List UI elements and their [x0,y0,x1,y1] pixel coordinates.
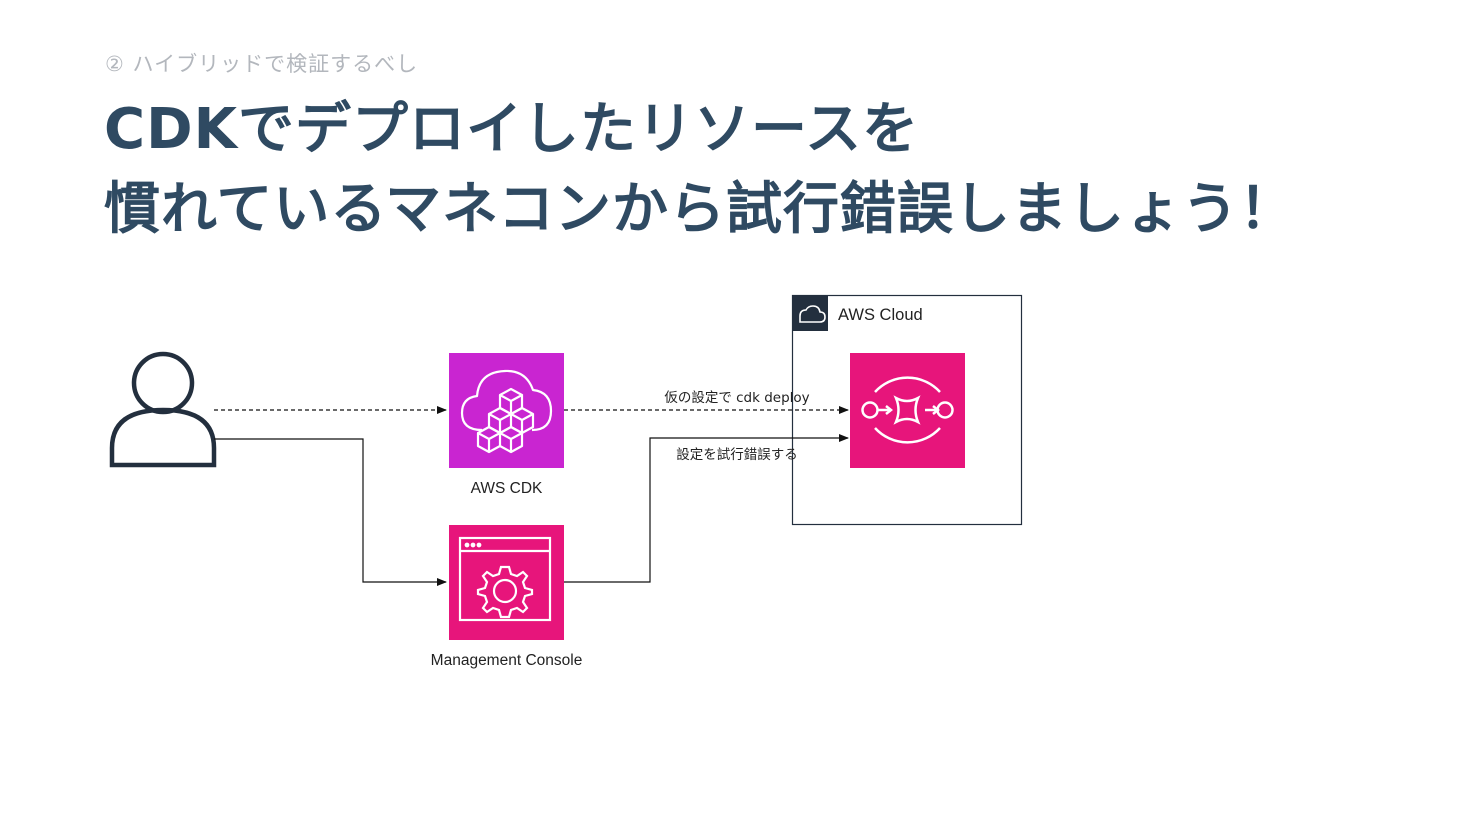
console-gear-icon [458,536,552,622]
edge-console-to-service: 設定を試行錯誤する [564,434,849,583]
aws-cloud-label: AWS Cloud [838,306,923,324]
step-functions-icon [861,376,954,444]
management-console-label: Management Console [431,652,583,669]
user-icon [109,351,217,468]
cloud-icon [799,305,826,323]
aws-cdk-node: AWS CDK [449,353,564,497]
slide-subtitle: ② ハイブリッドで検証するべし [105,52,419,76]
edge-cdk-to-service: 仮の設定で cdk deploy [564,390,849,414]
aws-cdk-label: AWS CDK [471,480,543,497]
edge-label-deploy: 仮の設定で cdk deploy [664,390,809,406]
edge-label-trial: 設定を試行錯誤する [676,447,798,463]
management-console-node: Management Console [431,525,583,669]
aws-cloud-group: AWS Cloud [791,294,1023,526]
cdk-cloud-cubes-icon [460,369,553,454]
step-functions-node [850,353,965,468]
slide-title-line-2: 慣れているマネコンから試行錯誤しましょう！ [104,177,1296,242]
slide-title-line-1: CDKでデプロイしたリソースを [104,97,920,162]
edge-user-to-console [214,438,447,586]
